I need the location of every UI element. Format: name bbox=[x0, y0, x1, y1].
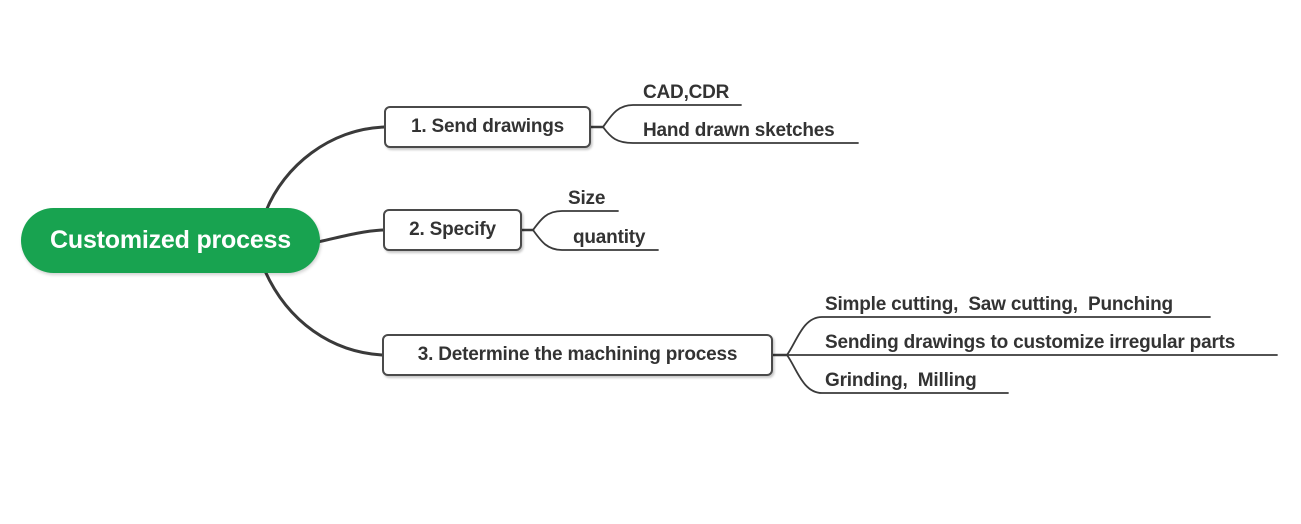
leaf-node-grinding-milling[interactable]: Grinding, Milling bbox=[825, 370, 977, 391]
connector-branch2-leaf1-underline bbox=[532, 210, 619, 231]
leaf-node-hand-drawn-sketches[interactable]: Hand drawn sketches bbox=[643, 120, 835, 141]
connector-root-branch2 bbox=[316, 228, 385, 244]
connector-root-branch1 bbox=[264, 125, 386, 213]
connector-branch1-leaf1-underline bbox=[602, 104, 742, 128]
connector-branch1-leaf2-underline bbox=[602, 126, 859, 144]
branch-node-machining-process[interactable]: 3. Determine the machining process bbox=[382, 334, 773, 376]
leaf-node-quantity[interactable]: quantity bbox=[573, 227, 646, 248]
leaf-node-simple-saw-punching[interactable]: Simple cutting, Saw cutting, Punching bbox=[825, 294, 1173, 315]
connector-root-branch3 bbox=[263, 269, 384, 357]
branch-node-specify[interactable]: 2. Specify bbox=[383, 209, 522, 251]
branch-node-send-drawings[interactable]: 1. Send drawings bbox=[384, 106, 591, 148]
root-node-customized-process[interactable]: Customized process bbox=[21, 208, 320, 273]
leaf-node-size[interactable]: Size bbox=[568, 188, 606, 209]
leaf-node-cad-cdr[interactable]: CAD,CDR bbox=[643, 82, 730, 103]
leaf-node-custom-irregular-parts[interactable]: Sending drawings to customize irregular … bbox=[825, 332, 1236, 353]
connector-branch3-leaf1-underline bbox=[786, 316, 1211, 356]
connector-branch3-leaf3-underline bbox=[786, 354, 1009, 394]
connector-branch2-leaf2-underline bbox=[532, 229, 659, 251]
